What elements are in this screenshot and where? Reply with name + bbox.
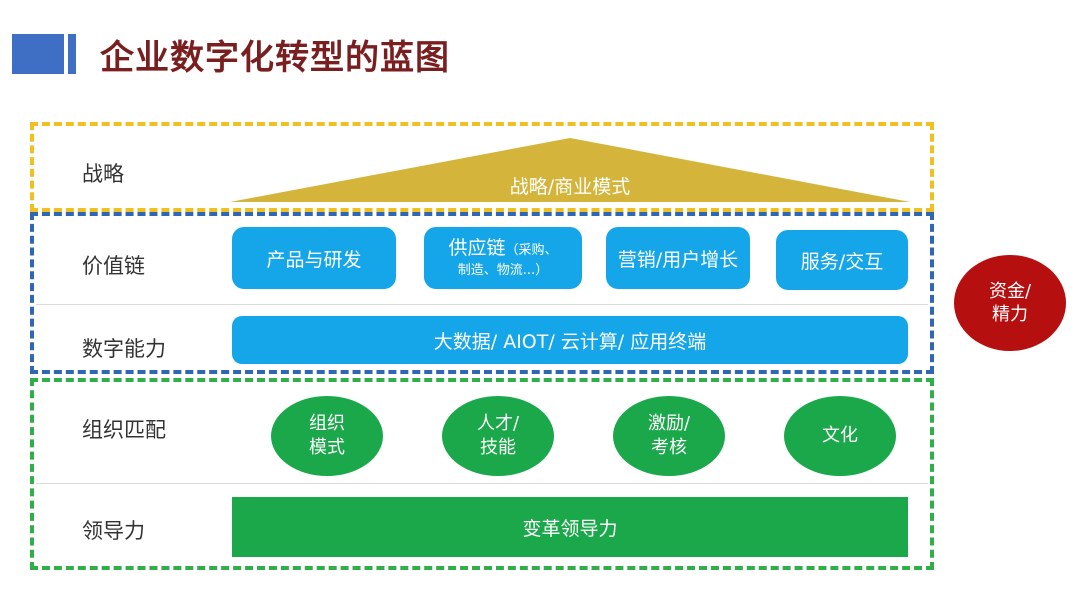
row-label-digital-capability: 数字能力: [82, 337, 166, 361]
value-item-label: 营销/用户增长: [617, 248, 739, 271]
value-item-marketing: 营销/用户增长: [606, 227, 750, 289]
circle-line: 精力: [991, 304, 1028, 325]
strategy-frame: [30, 122, 934, 212]
strategy-roof-label: 战略/商业模式: [509, 176, 631, 198]
org-item-incentive: 激励/考核: [613, 396, 725, 476]
strategy-roof: [230, 138, 910, 202]
row-label-leadership: 领导力: [82, 519, 145, 543]
page-title: 企业数字化转型的蓝图: [100, 38, 450, 78]
value-item-label: 产品与研发: [266, 248, 362, 271]
value-digital-frame: [30, 212, 934, 374]
row-divider: [36, 304, 928, 305]
org-item-line: 文化: [822, 424, 858, 446]
row-label-value-chain: 价值链: [82, 254, 145, 278]
org-item-line: 人才/: [476, 412, 520, 434]
org-item-culture: 文化: [784, 396, 896, 476]
org-item-line: 模式: [309, 437, 345, 458]
value-item-product-rd: 产品与研发: [232, 227, 396, 289]
digital-capability-bar: 大数据/ AIOT/ 云计算/ 应用终端: [232, 316, 908, 364]
title-accent-block: [12, 34, 64, 74]
value-item-sublabel: （采购、: [505, 243, 558, 259]
value-item-service: 服务/交互: [776, 230, 908, 290]
value-item-label: 服务/交互: [800, 250, 884, 273]
title-accent-stripe: [68, 34, 76, 74]
capital-energy-circle: 资金/精力: [954, 255, 1066, 351]
org-item-line: 组织: [309, 412, 345, 434]
value-item-sublabel: 制造、物流...）: [457, 263, 549, 279]
circle-line: 资金/: [988, 280, 1032, 302]
leadership-bar: 变革领导力: [232, 497, 908, 557]
row-label-org-match: 组织匹配: [82, 418, 166, 442]
org-leadership-frame: [30, 378, 934, 570]
org-item-line: 激励/: [647, 412, 691, 434]
org-item-line: 技能: [479, 437, 516, 458]
value-item-supply-chain: 供应链（采购、 制造、物流...）: [424, 227, 582, 289]
org-item-org-model: 组织模式: [271, 396, 383, 476]
row-label-strategy: 战略: [82, 162, 124, 186]
row-divider: [36, 483, 928, 484]
org-item-talent: 人才/技能: [442, 396, 554, 476]
value-item-label: 供应链: [448, 237, 506, 260]
org-item-line: 考核: [650, 437, 687, 458]
